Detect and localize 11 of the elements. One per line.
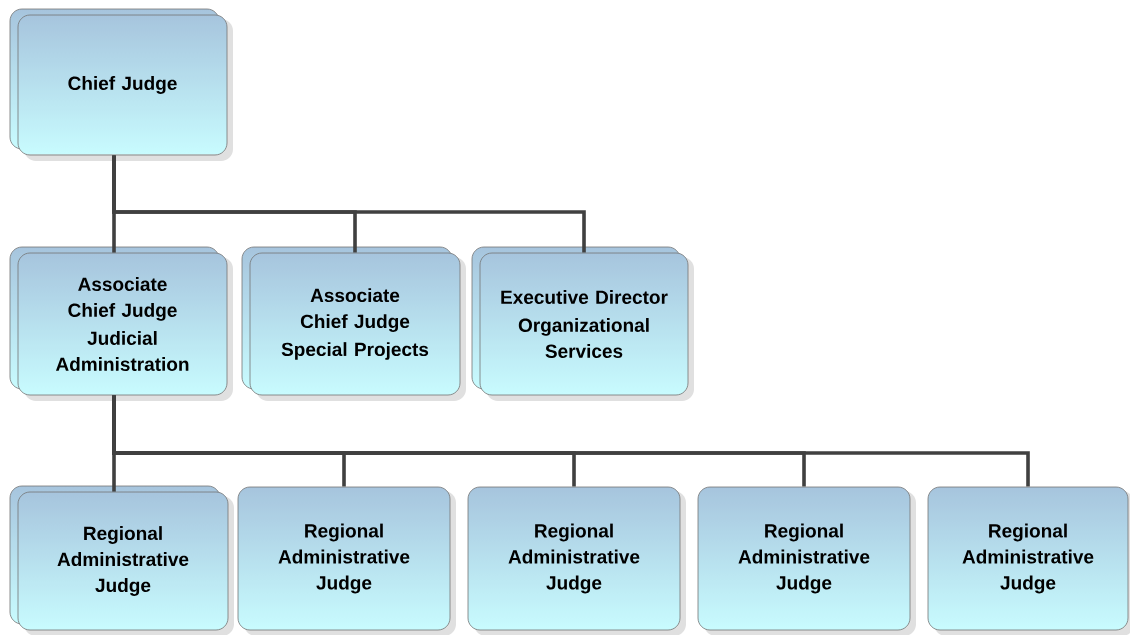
org-box: Associate Chief Judge Judicial Administration [9, 246, 233, 401]
org-box: Regional Administrative Judge [927, 486, 1130, 635]
org-box: Regional Administrative Judge [9, 485, 234, 635]
org-box: Regional Administrative Judge [467, 486, 686, 635]
org-box: Associate Chief Judge Special Projects [241, 246, 466, 401]
connector-line [112, 155, 586, 253]
org-box: Regional Administrative Judge [697, 486, 916, 635]
org-box: Chief Judge [9, 8, 233, 161]
connector-line [112, 395, 1030, 487]
org-box: Executive Director Organizational Services [471, 246, 694, 401]
org-box: Regional Administrative Judge [237, 486, 456, 635]
